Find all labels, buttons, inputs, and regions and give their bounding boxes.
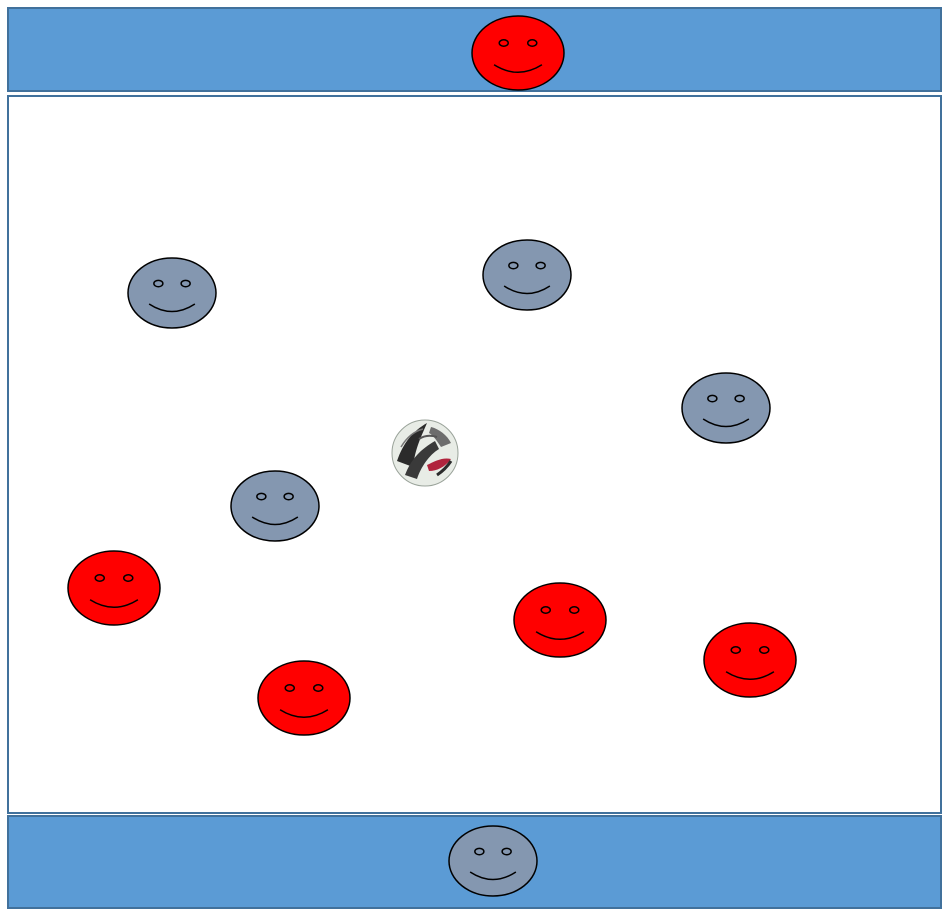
smiley-face-icon (231, 471, 319, 541)
soccer-ball-icon (392, 420, 458, 486)
smiley-face-icon (449, 826, 537, 896)
smiley-face-icon (514, 583, 606, 657)
smiley-face-icon (704, 623, 796, 697)
eye-icon (708, 395, 717, 401)
eye-icon (502, 848, 511, 854)
eye-icon (536, 262, 545, 268)
smiley-face-icon (472, 16, 564, 90)
eye-icon (760, 647, 769, 653)
eye-icon (124, 575, 133, 581)
smiley-face-icon (483, 240, 571, 310)
eye-icon (509, 262, 518, 268)
smiley-face-icon (682, 373, 770, 443)
eye-icon (735, 395, 744, 401)
eye-icon (731, 647, 740, 653)
eye-icon (154, 280, 163, 286)
smiley-face-icon (128, 258, 216, 328)
eye-icon (475, 848, 484, 854)
smiley-face-icon (258, 661, 350, 735)
eye-icon (570, 607, 579, 613)
smiley-face-icon (68, 551, 160, 625)
eye-icon (95, 575, 104, 581)
eye-icon (314, 685, 323, 691)
eye-icon (257, 493, 266, 499)
eye-icon (181, 280, 190, 286)
eye-icon (284, 493, 293, 499)
eye-icon (528, 40, 537, 46)
playing-field (8, 96, 941, 813)
eye-icon (499, 40, 508, 46)
eye-icon (285, 685, 294, 691)
eye-icon (541, 607, 550, 613)
